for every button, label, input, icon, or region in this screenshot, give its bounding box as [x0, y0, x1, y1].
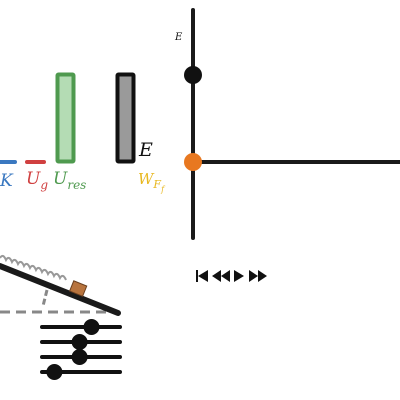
play-icon	[234, 270, 244, 282]
step-forward-icon	[249, 270, 258, 282]
total-energy-label: E	[138, 139, 153, 161]
kinetic-label: K	[0, 171, 14, 191]
skip-to-start-button[interactable]	[194, 268, 210, 284]
total-energy-bar	[115, 72, 136, 164]
skip-to-start-icon-arrow	[198, 270, 208, 282]
elastic-energy-bar	[55, 72, 76, 164]
slider-knob[interactable]	[71, 349, 88, 365]
slider-knob[interactable]	[46, 364, 63, 380]
gravitational-label: Ug	[26, 169, 48, 192]
parameter-sliders	[40, 319, 122, 380]
slider-knob[interactable]	[83, 319, 100, 335]
slider-4[interactable]	[40, 364, 122, 380]
ramp-surface	[0, 263, 121, 316]
playback-controls	[194, 268, 269, 284]
slider-1[interactable]	[40, 319, 122, 335]
step-back-icon	[212, 270, 221, 282]
step-back-button[interactable]	[211, 268, 231, 284]
skip-to-start-icon	[196, 270, 198, 282]
ramp-scene	[0, 254, 121, 316]
time-cursor-marker[interactable]	[184, 153, 202, 171]
play-button[interactable]	[232, 268, 246, 284]
spring	[0, 254, 67, 281]
elastic-label: Ures	[53, 169, 86, 192]
friction-work-label: WFf	[138, 170, 166, 194]
slider-2[interactable]	[40, 334, 122, 350]
graph-y-axis-label: E	[174, 32, 183, 43]
step-back-icon-2	[221, 270, 230, 282]
energy-graph: E	[174, 8, 400, 240]
energy-level-marker[interactable]	[184, 66, 202, 84]
step-forward-icon-2	[258, 270, 267, 282]
energy-bar-chart: K Ug Ures E WFf	[0, 72, 166, 194]
slider-knob[interactable]	[71, 334, 88, 350]
slider-3[interactable]	[40, 349, 122, 365]
step-forward-button[interactable]	[247, 268, 269, 284]
sliding-block[interactable]	[68, 280, 88, 297]
ramp-support	[41, 289, 49, 307]
